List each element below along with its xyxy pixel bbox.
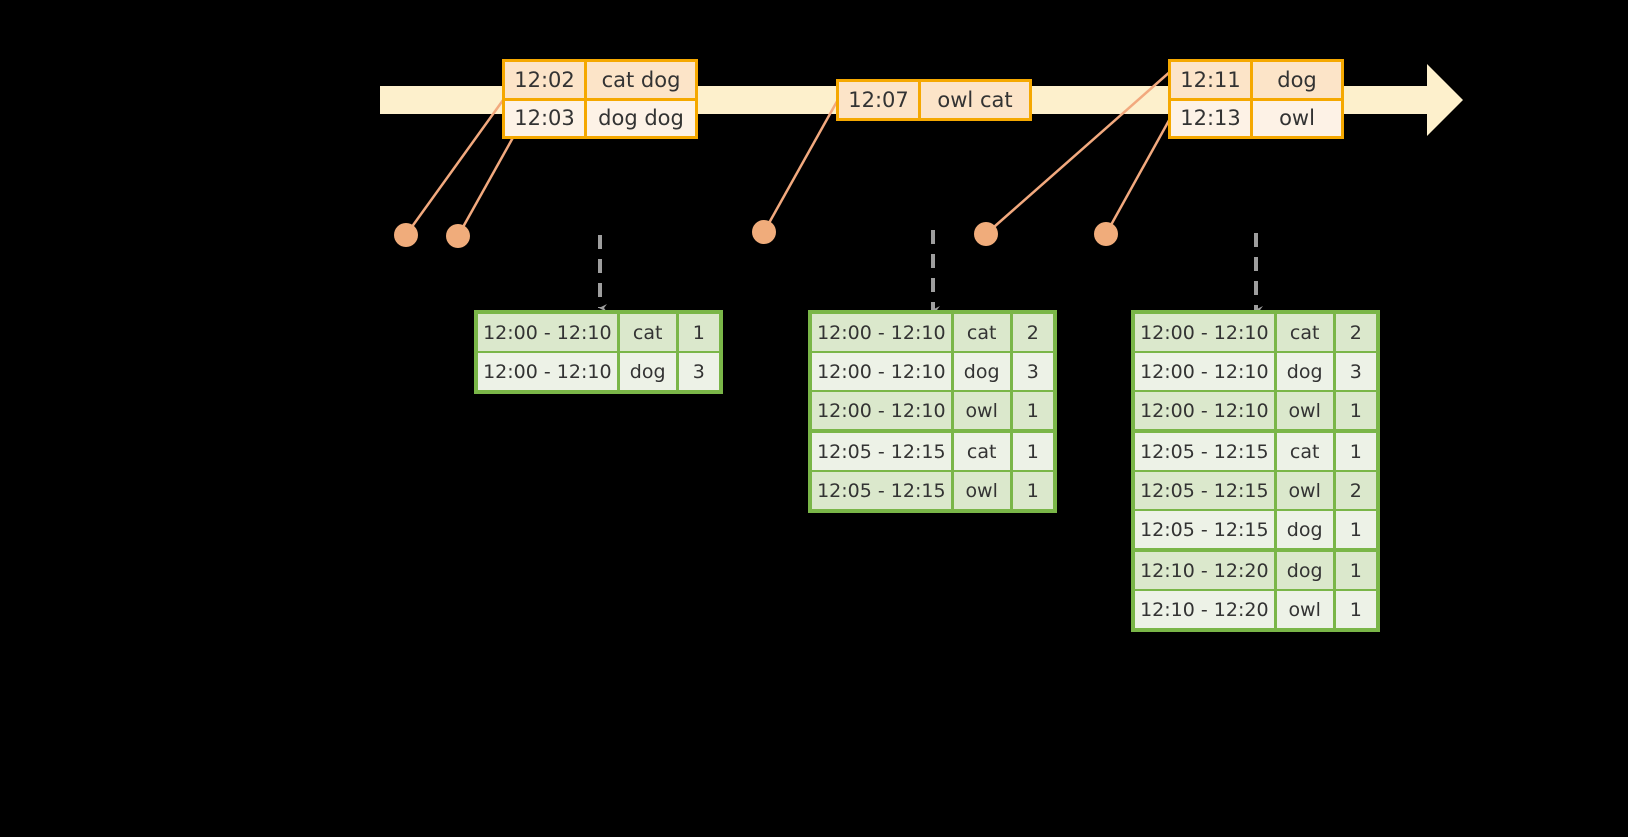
event-payload: dog [1253,62,1341,98]
key-cell: owl [1276,392,1336,429]
event-payload: owl cat [921,82,1029,118]
window-range-cell: 12:00 - 12:10 [812,314,954,351]
count-cell: 2 [1335,472,1376,509]
connector-12-07-dot [752,220,776,244]
connector-12-13-line [1104,114,1174,235]
window-range-cell: 12:00 - 12:10 [478,353,620,390]
connector-lines-group [404,69,1174,237]
count-cell: 2 [1335,314,1376,351]
key-cell: cat [619,314,679,351]
window-range-cell: 12:10 - 12:20 [1135,591,1277,628]
dashed-arrows-group [598,230,1263,314]
key-cell: dog [953,353,1013,390]
event-payload: cat dog [587,62,695,98]
count-cell: 3 [1012,353,1053,390]
event-timestamp: 12:03 [505,100,587,136]
key-cell: cat [1276,314,1336,351]
window-range-cell: 12:00 - 12:10 [812,353,954,390]
key-cell: dog [619,353,679,390]
connector-12-02-line [404,95,508,236]
key-cell: dog [1276,511,1336,548]
window-range-cell: 12:05 - 12:15 [1135,433,1277,470]
count-cell: 1 [1335,433,1376,470]
key-cell: owl [1276,591,1336,628]
connector-12-07-line [762,95,842,233]
window-range-cell: 12:00 - 12:10 [812,392,954,429]
window-range-cell: 12:05 - 12:15 [1135,472,1277,509]
window-range-cell: 12:05 - 12:15 [1135,511,1277,548]
count-cell: 2 [1012,314,1053,351]
count-cell: 1 [1335,591,1376,628]
event-timestamp: 12:11 [1171,62,1253,98]
key-cell: cat [953,314,1013,351]
key-cell: cat [1276,433,1336,470]
key-cell: cat [953,433,1013,470]
count-cell: 1 [1335,511,1376,548]
count-cell: 1 [1012,472,1053,509]
count-cell: 1 [678,314,719,351]
connector-12-03-dot [446,224,470,248]
key-cell: owl [1276,472,1336,509]
event-timestamp: 12:07 [839,82,921,118]
event-timestamp: 12:02 [505,62,587,98]
count-cell: 1 [1335,392,1376,429]
count-cell: 3 [678,353,719,390]
window-range-cell: 12:00 - 12:10 [478,314,620,351]
key-cell: owl [953,392,1013,429]
key-cell: dog [1276,552,1336,589]
window-range-cell: 12:05 - 12:15 [812,472,954,509]
connector-12-13-dot [1094,222,1118,246]
window-range-cell: 12:05 - 12:15 [812,433,954,470]
key-cell: owl [953,472,1013,509]
connector-12-02-dot [394,223,418,247]
count-cell: 1 [1012,392,1053,429]
key-cell: dog [1276,353,1336,390]
count-cell: 3 [1335,353,1376,390]
connector-12-11-dot [974,222,998,246]
count-cell: 1 [1335,552,1376,589]
window-range-cell: 12:00 - 12:10 [1135,392,1277,429]
connector-12-03-line [456,124,522,237]
window-range-cell: 12:10 - 12:20 [1135,552,1277,589]
window-range-cell: 12:00 - 12:10 [1135,353,1277,390]
event-payload: dog dog [587,100,695,136]
count-cell: 1 [1012,433,1053,470]
event-timestamp: 12:13 [1171,100,1253,136]
window-range-cell: 12:00 - 12:10 [1135,314,1277,351]
event-payload: owl [1253,100,1341,136]
connector-dots-group [394,220,1118,248]
connector-12-11-line [985,69,1173,235]
